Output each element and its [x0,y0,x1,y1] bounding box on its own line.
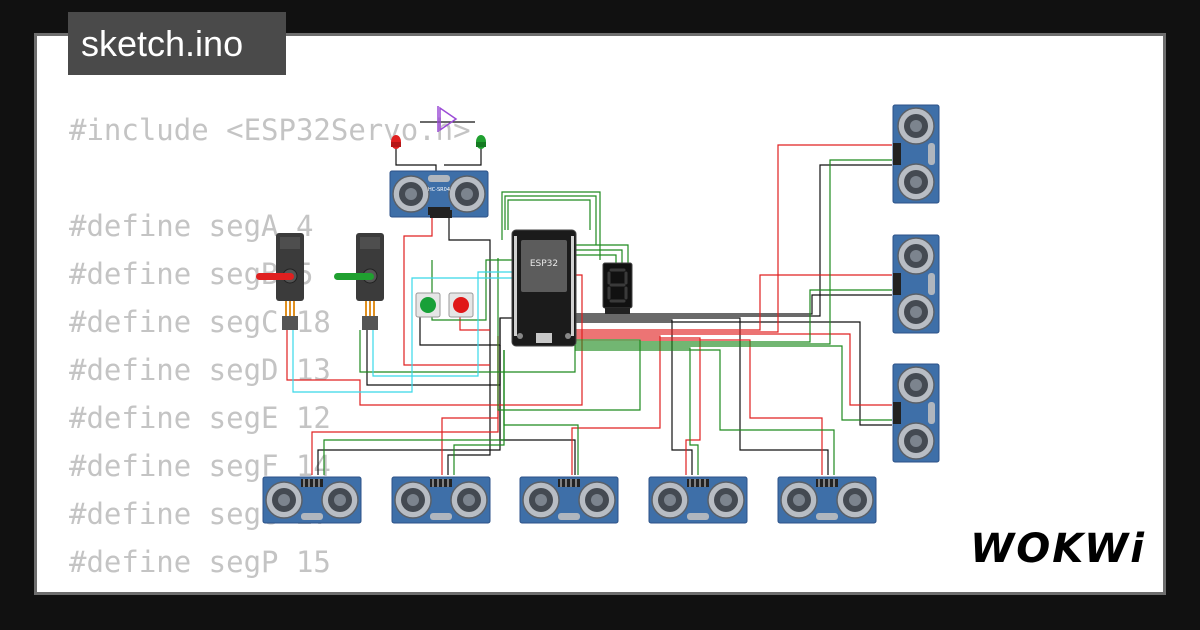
red-led-icon [391,135,401,149]
servo-right-icon [334,233,384,330]
esp32-label: ESP32 [530,259,558,269]
servo-left-icon [256,233,304,330]
code-line: #define segE 12 [69,401,331,435]
ultrasonic-sensor-bottom-5 [777,476,877,524]
wires-black [317,121,892,475]
ultrasonic-sensor-bottom-4 [648,476,748,524]
code-line: #define segD 13 [69,353,331,387]
ultrasonic-sensor-top: HC-SR04 [389,170,489,218]
green-pushbutton [415,292,441,318]
file-tab: sketch.ino [68,12,286,75]
esp32-pin-headers [514,236,574,336]
sensor-top-label: HC-SR04 [428,187,450,193]
code-line: #include <ESP32Servo.h> [69,113,471,147]
ultrasonic-sensor-bottom-2 [391,476,491,524]
wires-cyan [292,271,515,393]
ultrasonic-sensor-bottom-3 [519,476,619,524]
code-line: #define segF 14 [69,449,331,483]
ultrasonic-sensor-right-3 [892,363,940,463]
ultrasonic-sensor-right-1 [892,104,940,204]
green-led-icon [476,135,486,149]
diode-icon [437,106,458,132]
code-line: #define segC 18 [69,305,331,339]
ultrasonic-sensor-bottom-1 [262,476,362,524]
ultrasonic-sensor-right-2 [892,234,940,334]
wokwi-logo: WOKWi [970,526,1146,572]
wires-red [286,144,892,475]
esp32-board: ESP32 [511,229,577,347]
code-background: #include <ESP32Servo.h> #define segA 4 #… [69,106,471,592]
seven-segment-display [602,262,633,314]
code-line: #define segP 15 [69,545,331,579]
red-pushbutton [448,292,474,318]
